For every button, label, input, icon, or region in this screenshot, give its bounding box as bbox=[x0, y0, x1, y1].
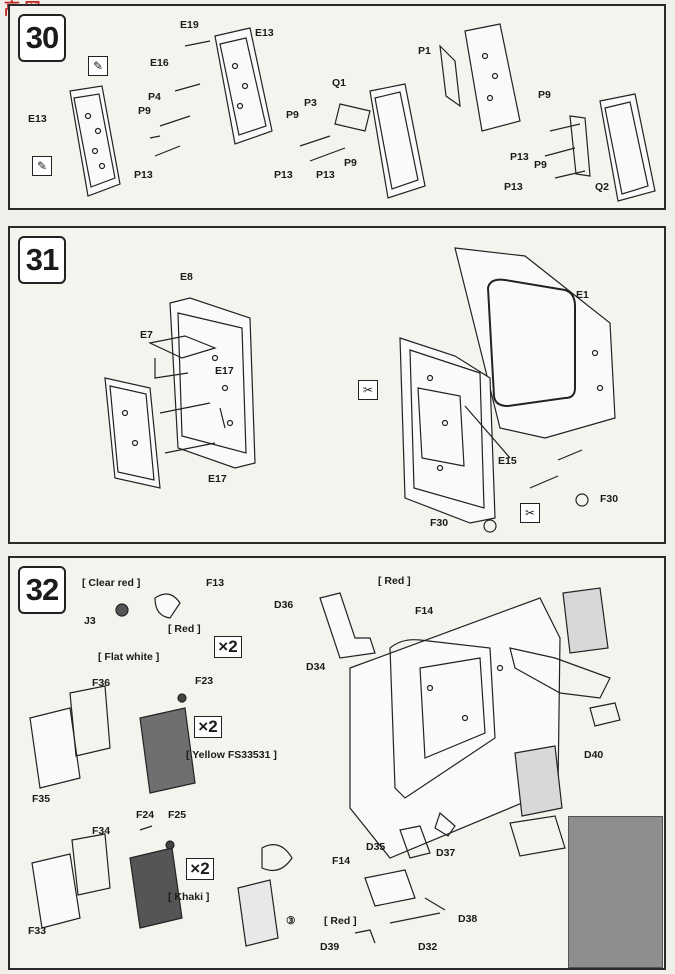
part-label: E19 bbox=[180, 19, 199, 31]
part-label: F36 bbox=[92, 677, 111, 689]
multiplier-badge: ×2 bbox=[186, 858, 214, 880]
part-label: D32 bbox=[418, 941, 438, 953]
part-label: Q1 bbox=[332, 77, 347, 89]
part-label: E15 bbox=[498, 455, 517, 467]
part-label: P13 bbox=[316, 169, 335, 181]
step-31-panel: 31 ✂ ✂ E8 E7 E17 E17 E1 E15 bbox=[8, 226, 666, 544]
part-label: P9 bbox=[534, 159, 547, 171]
paint-note: [ Red ] bbox=[168, 623, 201, 635]
part-label: F14 bbox=[332, 855, 351, 867]
part-label: F35 bbox=[32, 793, 51, 805]
part-label: F33 bbox=[28, 925, 47, 937]
part-label: F23 bbox=[195, 675, 214, 687]
part-label: E16 bbox=[150, 57, 169, 69]
part-label: F30 bbox=[430, 517, 449, 529]
part-label: P9 bbox=[138, 105, 151, 117]
part-label: E1 bbox=[576, 289, 589, 301]
circled-number: ③ bbox=[286, 915, 296, 927]
knife-tool-icon: ✎ bbox=[88, 56, 108, 76]
part-label: P13 bbox=[504, 181, 523, 193]
part-label: E13 bbox=[28, 113, 47, 125]
paint-note: [ Yellow FS33531 ] bbox=[186, 749, 277, 761]
part-label: P1 bbox=[418, 45, 431, 57]
paint-note: [ Khaki ] bbox=[168, 891, 210, 903]
part-label: E8 bbox=[180, 271, 193, 283]
multiplier-badge: ×2 bbox=[214, 636, 242, 658]
cement-tool-icon: ✂ bbox=[520, 503, 540, 523]
step-number: 30 bbox=[18, 14, 66, 62]
part-label: P13 bbox=[510, 151, 529, 163]
part-label: P13 bbox=[274, 169, 293, 181]
step-number: 32 bbox=[18, 566, 66, 614]
part-label: F24 bbox=[136, 809, 155, 821]
step-32-panel: 32 bbox=[8, 556, 666, 970]
part-label: D35 bbox=[366, 841, 386, 853]
part-label: E17 bbox=[208, 473, 227, 485]
part-label: P3 bbox=[304, 97, 317, 109]
part-label: J3 bbox=[84, 615, 96, 627]
part-label: D39 bbox=[320, 941, 340, 953]
step-31-drawing bbox=[104, 247, 616, 533]
paint-note: [ Red ] bbox=[324, 915, 357, 927]
multiplier-badge: ×2 bbox=[194, 716, 222, 738]
part-label: F25 bbox=[168, 809, 187, 821]
step-number: 31 bbox=[18, 236, 66, 284]
paint-note: [ Red ] bbox=[378, 575, 411, 587]
part-label: P9 bbox=[344, 157, 357, 169]
part-label: D38 bbox=[458, 913, 478, 925]
paint-note: [ Flat white ] bbox=[98, 651, 160, 663]
part-label: Q2 bbox=[595, 181, 610, 193]
part-label: P9 bbox=[286, 109, 299, 121]
cement-tool-icon: ✂ bbox=[358, 380, 378, 400]
part-label: P4 bbox=[148, 91, 161, 103]
part-label: D36 bbox=[274, 599, 294, 611]
part-label: P9 bbox=[538, 89, 551, 101]
step-30-drawing bbox=[69, 23, 656, 202]
part-label: D40 bbox=[584, 749, 604, 761]
part-label: E7 bbox=[140, 329, 153, 341]
part-label: E13 bbox=[255, 27, 274, 39]
part-label: E17 bbox=[215, 365, 234, 377]
part-label: F13 bbox=[206, 577, 225, 589]
paint-note: [ Clear red ] bbox=[82, 577, 141, 589]
part-label: F30 bbox=[600, 493, 619, 505]
step-32-drawing bbox=[29, 587, 621, 947]
part-label: D34 bbox=[306, 661, 326, 673]
part-label: F34 bbox=[92, 825, 111, 837]
reference-photo bbox=[568, 816, 663, 968]
step-30-panel: 30 ✎ ✎ E19 bbox=[8, 4, 666, 210]
part-label: F14 bbox=[415, 605, 434, 617]
knife-tool-icon: ✎ bbox=[32, 156, 52, 176]
part-label: P13 bbox=[134, 169, 153, 181]
part-label: D37 bbox=[436, 847, 456, 859]
